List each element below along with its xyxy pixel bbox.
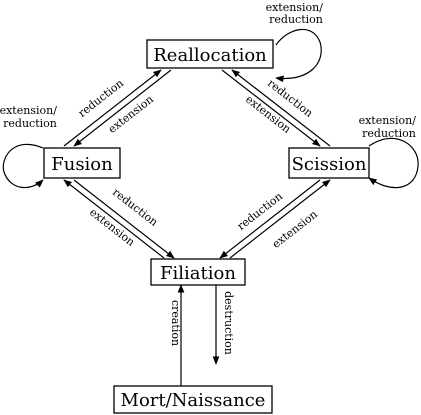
edge-scission-to-reallocation — [231, 69, 331, 147]
node-mort-naissance: Mort/Naissance — [113, 385, 273, 414]
node-filiation-label: Filiation — [160, 263, 236, 284]
fusion-self-loop — [2, 143, 44, 189]
node-filiation: Filiation — [150, 258, 246, 286]
node-reallocation: Reallocation — [146, 39, 274, 69]
node-reallocation-label: Reallocation — [153, 45, 267, 66]
label-filiation-to-scission: extension — [270, 208, 320, 251]
edge-fusion-to-filiation — [73, 179, 175, 259]
label-reallocation-to-fusion: extension — [106, 93, 156, 136]
label-scission-loop: extension/ reduction — [359, 114, 420, 140]
node-fusion: Fusion — [43, 147, 121, 179]
label-fusion-loop: extension/ reduction — [0, 104, 60, 130]
label-mort-to-filiation: creation — [169, 300, 182, 346]
label-reallocation-loop: extension/ reduction — [266, 1, 327, 26]
node-mort-naissance-label: Mort/Naissance — [121, 390, 266, 411]
label-filiation-to-fusion: extension — [87, 206, 137, 249]
scission-self-loop — [368, 137, 419, 189]
edge-filiation-to-fusion — [63, 179, 165, 259]
label-filiation-to-mort: destruction — [222, 291, 235, 355]
node-fusion-label: Fusion — [51, 154, 113, 175]
reallocation-self-loop — [275, 28, 322, 83]
node-scission: Scission — [288, 147, 370, 179]
edge-reallocation-to-fusion — [73, 69, 172, 147]
edge-scission-to-filiation — [219, 179, 321, 259]
edge-filiation-to-scission — [229, 179, 331, 259]
edge-reallocation-to-scission — [221, 69, 321, 147]
edge-fusion-to-reallocation — [63, 69, 162, 147]
node-scission-label: Scission — [292, 154, 367, 175]
label-fusion-to-reallocation: reduction — [76, 77, 126, 120]
